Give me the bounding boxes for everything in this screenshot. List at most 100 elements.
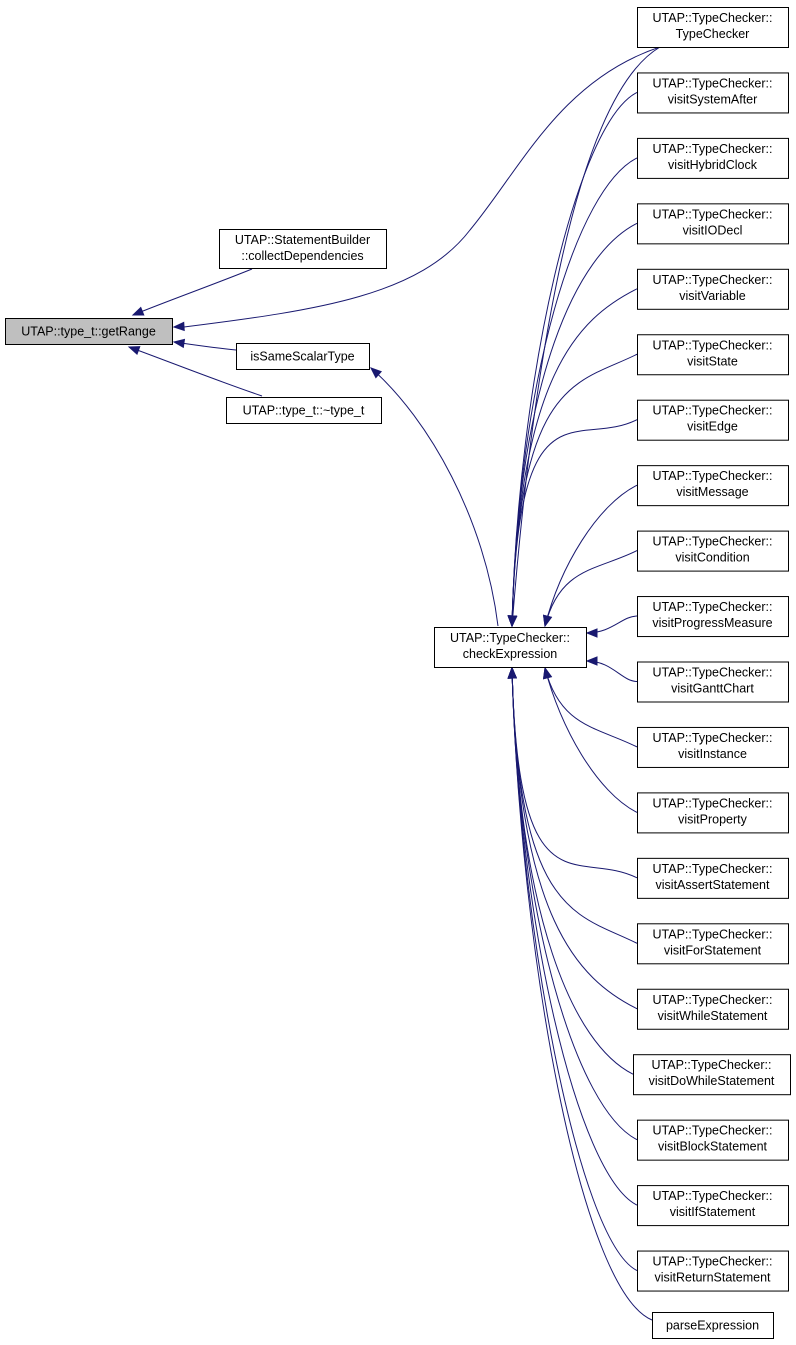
node-label: UTAP::TypeChecker:: [653,469,773,483]
edge-is-same-scalar-type-to-get-range [172,338,237,351]
node-box [637,1185,789,1227]
node-visit-progress-measure[interactable]: UTAP::TypeChecker::visitProgressMeasure [637,596,789,638]
node-label: visitState [687,354,738,368]
edge-visit-return-statement-to-check-expression [507,666,638,1271]
node-visit-message[interactable]: UTAP::TypeChecker::visitMessage [637,465,789,507]
node-label: UTAP::TypeChecker:: [653,273,773,287]
node-label: UTAP::TypeChecker:: [653,404,773,418]
node-label: UTAP::TypeChecker:: [653,731,773,745]
call-graph-edges [127,46,661,1321]
edge-line [544,484,638,627]
node-label: visitMessage [676,485,748,499]
edge-visit-for-statement-to-check-expression [507,666,638,944]
node-box [637,399,789,441]
node-box [434,627,587,668]
node-visit-iodecl[interactable]: UTAP::TypeChecker::visitIODecl [637,203,789,245]
node-label: visitProgressMeasure [652,616,772,630]
node-box [637,465,789,507]
node-label: TypeChecker [676,27,750,41]
edge-type-checker-to-get-range [172,46,661,332]
node-label: UTAP::TypeChecker:: [653,1255,773,1269]
edge-arrowhead [542,614,553,628]
edge-line [511,46,661,627]
node-box [637,7,789,48]
node-visit-while-statement[interactable]: UTAP::TypeChecker::visitWhileStatement [637,988,789,1030]
edge-line [511,288,638,627]
node-label: visitIfStatement [670,1205,756,1219]
node-visit-property[interactable]: UTAP::TypeChecker::visitProperty [637,792,789,834]
node-label: visitForStatement [664,943,762,957]
node-box [637,137,789,179]
edge-arrowhead [542,666,553,680]
node-label: UTAP::TypeChecker:: [653,338,773,352]
node-box [637,1119,789,1161]
node-label: UTAP::TypeChecker:: [653,207,773,221]
node-label: visitHybridClock [668,158,758,172]
node-visit-gantt-chart[interactable]: UTAP::TypeChecker::visitGanttChart [637,661,789,703]
node-label: visitReturnStatement [654,1271,771,1285]
node-visit-edge[interactable]: UTAP::TypeChecker::visitEdge [637,399,789,441]
edge-visit-while-statement-to-check-expression [507,666,638,1010]
node-label: visitWhileStatement [658,1009,768,1023]
call-graph-nodes: UTAP::type_t::getRange UTAP::StatementBui… [5,7,791,1339]
node-destructor[interactable]: UTAP::type_t::~type_t [226,397,382,424]
edge-check-expression-to-is-same-scalar-type [369,367,499,627]
node-box [637,72,789,114]
node-visit-variable[interactable]: UTAP::TypeChecker::visitVariable [637,268,789,310]
node-label: visitVariable [679,289,746,303]
node-visit-do-while-statement[interactable]: UTAP::TypeChecker::visitDoWhileStatement [633,1054,791,1096]
node-label: UTAP::TypeChecker:: [653,535,773,549]
node-label: visitAssertStatement [656,878,770,892]
node-get-range[interactable]: UTAP::type_t::getRange [5,318,173,345]
node-visit-condition[interactable]: UTAP::TypeChecker::visitCondition [637,530,789,572]
node-box [652,1312,774,1339]
node-visit-assert-statement[interactable]: UTAP::TypeChecker::visitAssertStatement [637,857,789,899]
node-is-same-scalar-type[interactable]: isSameScalarType [236,343,370,370]
edge-line [132,268,253,316]
edge-arrowhead [172,338,186,349]
node-visit-instance[interactable]: UTAP::TypeChecker::visitInstance [637,726,789,768]
node-visit-state[interactable]: UTAP::TypeChecker::visitState [637,334,789,376]
edge-line [511,667,653,1321]
node-visit-block-statement[interactable]: UTAP::TypeChecker::visitBlockStatement [637,1119,789,1161]
node-visit-return-statement[interactable]: UTAP::TypeChecker::visitReturnStatement [637,1250,789,1292]
node-visit-if-statement[interactable]: UTAP::TypeChecker::visitIfStatement [637,1185,789,1227]
node-label: UTAP::TypeChecker:: [653,11,773,25]
node-box [637,988,789,1030]
node-label: visitBlockStatement [658,1140,768,1154]
edge-line [128,346,263,397]
edge-visit-state-to-check-expression [507,353,638,628]
node-box [637,334,789,376]
node-visit-hybrid-clock[interactable]: UTAP::TypeChecker::visitHybridClock [637,137,789,179]
edge-line [511,157,638,627]
node-type-checker[interactable]: UTAP::TypeChecker::TypeChecker [637,7,789,48]
node-box [219,229,387,269]
node-visit-for-statement[interactable]: UTAP::TypeChecker::visitForStatement [637,923,789,965]
node-label: UTAP::TypeChecker:: [653,76,773,90]
node-box [637,726,789,768]
node-label: UTAP::TypeChecker:: [450,631,570,645]
node-label: UTAP::TypeChecker:: [653,600,773,614]
node-label: visitSystemAfter [668,92,758,106]
node-check-expression[interactable]: UTAP::TypeChecker::checkExpression [434,627,587,668]
edge-line [370,367,499,627]
edge-arrowhead [585,656,598,666]
edge-line [511,667,638,1271]
edge-line [544,667,638,813]
node-label: visitEdge [687,420,738,434]
node-label: isSameScalarType [250,350,354,364]
node-collect-dependencies[interactable]: UTAP::StatementBuilder::collectDependenc… [219,229,387,269]
node-label: UTAP::type_t::~type_t [243,404,365,418]
edge-destructor-to-get-range [127,346,263,397]
node-label: UTAP::type_t::getRange [21,325,156,339]
node-label: visitIODecl [683,223,743,237]
node-label: UTAP::StatementBuilder [235,233,370,247]
node-visit-system-after[interactable]: UTAP::TypeChecker::visitSystemAfter [637,72,789,114]
node-label: checkExpression [463,647,558,661]
node-box [637,203,789,245]
edge-line [544,667,638,748]
node-box [637,268,789,310]
node-box [5,318,173,345]
node-parse-expression[interactable]: parseExpression [652,1312,774,1339]
node-label: UTAP::TypeChecker:: [653,796,773,810]
